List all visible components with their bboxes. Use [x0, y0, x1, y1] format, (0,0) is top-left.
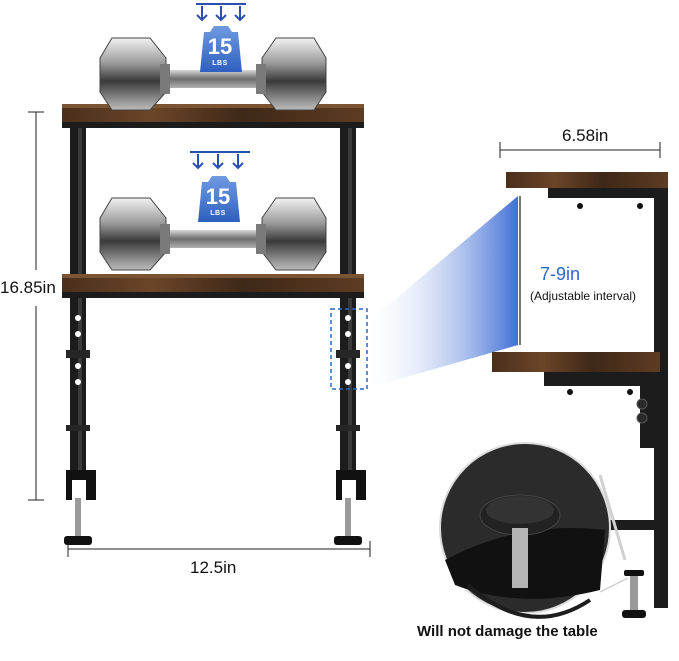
detail-view: [492, 142, 668, 618]
weight-badge-top-unit: LBS: [212, 60, 228, 67]
zoom-beam: [368, 196, 518, 388]
width-dimension-label: 12.5in: [190, 558, 237, 577]
magnify-connector: [599, 577, 629, 593]
weight-badge-top-value: 15: [207, 34, 233, 59]
down-arrows-top: [196, 3, 246, 22]
adjustment-holes: [75, 315, 351, 385]
caption-label: Will not damage the table: [417, 623, 598, 640]
weight-badge-bottom-value: 15: [205, 184, 231, 209]
top-shelf: [62, 104, 364, 128]
dumbbell-top: [99, 37, 327, 111]
adjustable-range-label: 7-9in: [540, 264, 581, 284]
weight-badge-top-shape: [200, 26, 242, 72]
dumbbell-bottom: [99, 197, 327, 271]
width-dimension-line: [67, 541, 371, 557]
adjustment-highlight-box: [330, 308, 368, 390]
weight-badge-bottom-shape: [198, 176, 240, 222]
shelf-unit: [62, 104, 368, 545]
height-dimension-label: 16.85in: [0, 278, 56, 297]
weight-badge-bottom-unit: LBS: [210, 210, 226, 217]
left-clamp: [64, 470, 96, 545]
right-clamp: [334, 470, 366, 545]
bottom-shelf: [62, 274, 364, 298]
down-arrows-bottom: [190, 151, 250, 170]
adjustable-note-label: (Adjustable interval): [530, 289, 637, 303]
height-dimension-line: [28, 111, 44, 501]
magnified-clamp-circle: [439, 442, 627, 619]
detail-width-label: 6.58in: [562, 126, 609, 145]
